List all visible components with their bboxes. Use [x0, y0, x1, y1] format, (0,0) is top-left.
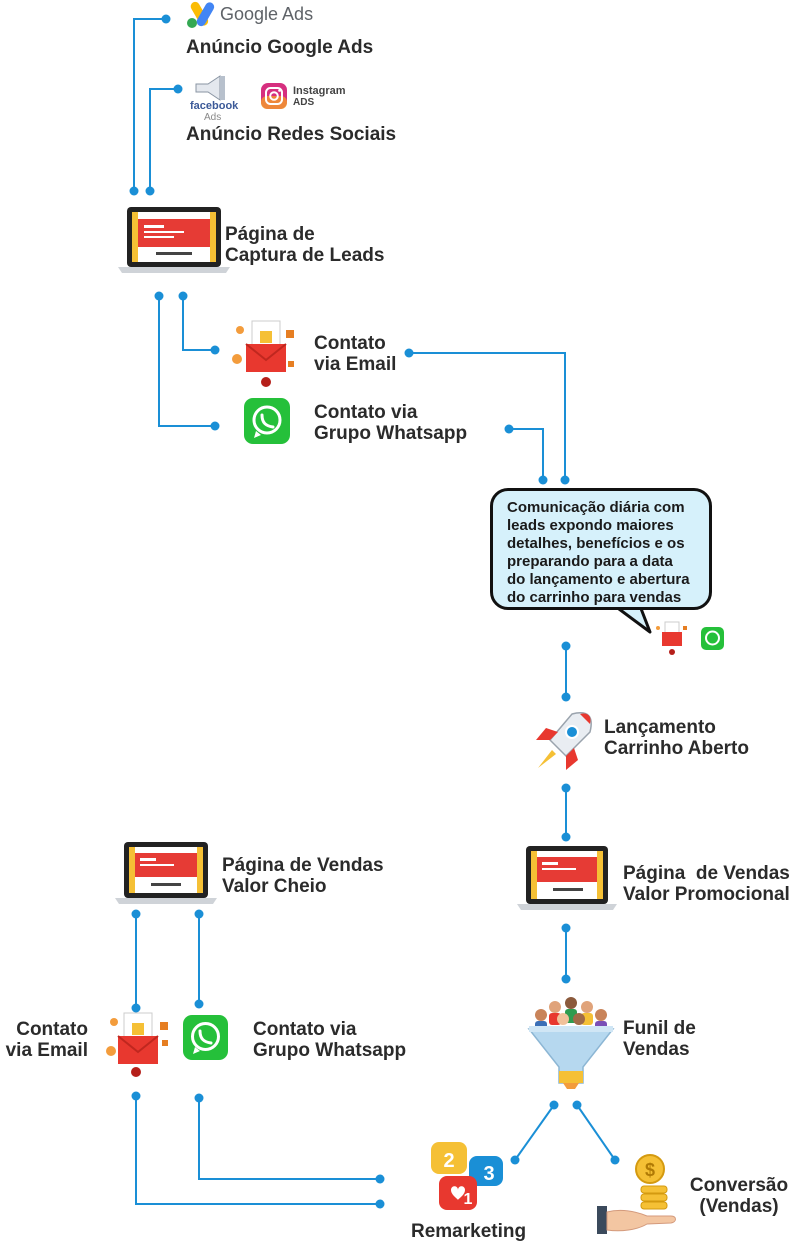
- connector-google-to-lead: [133, 18, 166, 191]
- likes-badge-icon: [431, 1142, 467, 1174]
- sales-funnel-icon: [527, 997, 615, 1089]
- communication-speech-bubble: Comunicação diária com leads expondo mai…: [490, 488, 712, 610]
- bubble-line: do carrinho para vendas: [507, 589, 682, 606]
- bubble-line: leads expondo maiores: [507, 517, 674, 534]
- label-google-ads: Anúncio Google Ads: [186, 37, 374, 58]
- laptop-full-price-sales-page-icon: [115, 842, 217, 904]
- google-ads-logo-icon: [187, 1, 215, 28]
- rocket-icon: [536, 712, 592, 770]
- label-social-ads: Anúncio Redes Sociais: [186, 124, 397, 145]
- whatsapp-icon-remarketing: [183, 1015, 228, 1060]
- instagram-logo-icon: [261, 83, 287, 109]
- facebook-brand-text: facebook: [190, 100, 239, 112]
- connector-whatsapp-to-bubble: [509, 428, 544, 480]
- laptop-promo-sales-page-icon: [517, 846, 617, 910]
- label-conversion: Conversão(Vendas): [689, 1175, 789, 1217]
- connector-lead-to-whatsapp: [158, 296, 215, 427]
- email-icon-remarketing: [106, 1012, 168, 1077]
- comments-badge-count: 3: [483, 1163, 494, 1185]
- whatsapp-icon: [244, 398, 290, 444]
- connector-lead-to-email: [182, 296, 215, 351]
- connector-email-to-bubble: [409, 352, 566, 480]
- connector-whatsapp-to-remarketing: [198, 1098, 380, 1180]
- likes-badge-count: 2: [443, 1150, 454, 1172]
- crowd-icon: [535, 997, 607, 1031]
- label-remarketing: Remarketing: [411, 1221, 527, 1242]
- facebook-ads-sub-text: Ads: [204, 112, 222, 123]
- remarketing-social-icon: 2 3 1: [431, 1142, 503, 1210]
- bubble-line: do lançamento e abertura: [507, 571, 690, 588]
- connector-funnel-to-conversion: [576, 1104, 616, 1161]
- google-ads-brand-text: Google Ads: [220, 4, 314, 24]
- small-whatsapp-icon: [701, 627, 724, 650]
- email-icon: [232, 320, 294, 387]
- bubble-line: Comunicação diária com: [507, 499, 685, 516]
- connector-funnel-to-remarketing: [514, 1104, 555, 1161]
- speech-bubble-tail: [614, 604, 652, 634]
- connector-social-to-lead: [149, 88, 178, 191]
- instagram-ads-sub-text: ADS: [293, 97, 315, 108]
- instagram-brand-text: Instagram: [293, 85, 346, 97]
- bubble-line: detalhes, benefícios e os: [507, 535, 685, 552]
- connectors: [133, 18, 616, 1205]
- conversion-coins-hand-icon: $: [597, 1154, 676, 1234]
- hearts-badge-count: 1: [464, 1191, 473, 1208]
- comments-badge-icon: [469, 1156, 503, 1186]
- connector-dots: [129, 14, 620, 1209]
- coin-dollar-symbol: $: [645, 1160, 655, 1180]
- facebook-ads-megaphone-icon: [195, 75, 225, 101]
- bubble-line: preparando para a data: [507, 553, 673, 570]
- laptop-lead-capture-icon: [118, 207, 230, 273]
- small-email-icon: [656, 621, 687, 655]
- connector-email-to-remarketing: [135, 1096, 380, 1205]
